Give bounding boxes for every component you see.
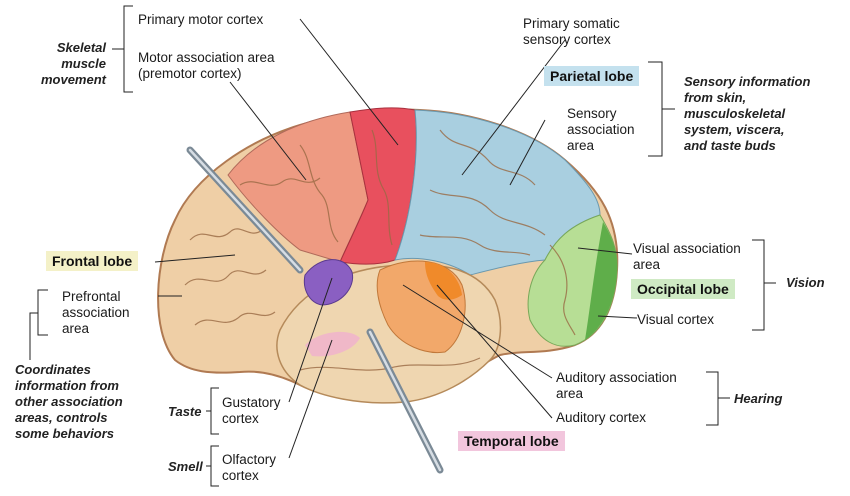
label-olfactory-cortex: Olfactory cortex <box>222 452 277 483</box>
label-visual-association-area: Visual association area <box>633 241 741 272</box>
label-sensory-association-area: Sensory association area <box>567 106 635 153</box>
label-auditory-cortex: Auditory cortex <box>556 410 647 425</box>
label-gustatory-cortex: Gustatory cortex <box>222 395 281 426</box>
brackets <box>29 5 776 487</box>
gyri-lines <box>184 129 576 371</box>
label-motor-association-area: Motor association area (premotor cortex) <box>138 50 275 81</box>
function-taste: Taste <box>168 404 202 419</box>
probe-bottom-highlight <box>368 330 442 472</box>
lobe-label-parietal: Parietal lobe <box>544 66 640 86</box>
leader-lines <box>154 18 638 459</box>
lobe-label-frontal: Frontal lobe <box>46 251 139 271</box>
label-prefrontal-association-area: Prefrontal association area <box>62 289 130 336</box>
olfactory-region <box>305 331 360 357</box>
function-vision: Vision <box>786 275 825 290</box>
lobe-label-temporal: Temporal lobe <box>458 431 565 451</box>
probe-top-highlight <box>188 148 302 272</box>
function-sensory-information: Sensory information from skin, musculosk… <box>684 74 811 153</box>
function-skeletal-muscle-movement: Skeletal muscle movement <box>40 40 106 87</box>
label-visual-cortex: Visual cortex <box>637 312 715 327</box>
function-hearing: Hearing <box>734 391 783 406</box>
function-smell: Smell <box>168 459 203 474</box>
label-primary-motor-cortex: Primary motor cortex <box>138 12 264 27</box>
lobe-label-occipital: Occipital lobe <box>631 279 735 299</box>
label-auditory-association-area: Auditory association area <box>556 370 677 401</box>
gustatory-region <box>303 259 354 306</box>
function-coordinates: Coordinates information from other assoc… <box>15 362 123 441</box>
label-primary-somatic-sensory-cortex: Primary somatic sensory cortex <box>523 16 620 47</box>
auditory-cortex-region <box>425 262 462 300</box>
